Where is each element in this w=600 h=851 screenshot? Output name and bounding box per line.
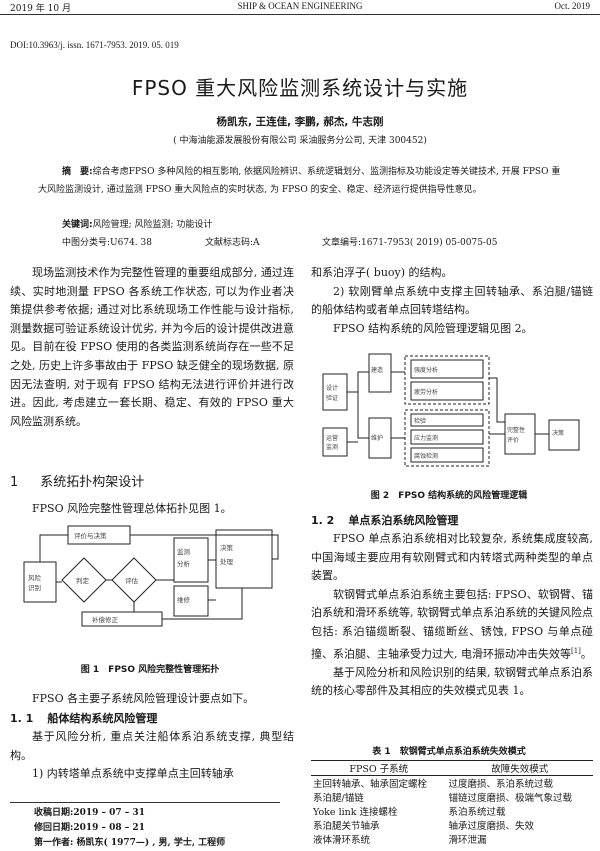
fig2-box-col2-top xyxy=(368,353,392,393)
header-date-en: Oct. 2019 xyxy=(554,1,591,11)
svg-text:评价与决策: 评价与决策 xyxy=(74,531,107,540)
section-1-number: 1 xyxy=(10,475,19,490)
fig2-box-final xyxy=(548,419,580,451)
svg-text:评价: 评价 xyxy=(507,436,519,444)
intro-paragraph: 现场监测技术作为完整性管理的重要组成部分, 通过连续、实时地测量 FPSO 各系… xyxy=(10,266,294,428)
svg-text:评估: 评估 xyxy=(125,576,139,585)
fig2-box-d xyxy=(410,429,484,445)
section-1-2-paragraph-3: 基于风险分析和风险识别的结果, 软钢臂式单点系泊系统的核心零部件及其相应的失效模… xyxy=(311,665,593,698)
fig2-box-eval xyxy=(504,413,536,455)
fig2-box-left-bottom xyxy=(322,427,348,457)
figure-2-caption: 图 2 FPSO 结构系统的风险管理逻辑 xyxy=(370,491,528,501)
list-item-1: 1) 内转塔单点系统中支撑单点主回转轴承 xyxy=(32,767,234,781)
svg-text:风险: 风险 xyxy=(28,573,42,582)
section-1-2-number: 1. 2 xyxy=(311,514,335,527)
first-author: 第一作者: 杨凯东( 1977—) , 男, 学士, 工程师 xyxy=(34,838,226,848)
svg-text:强度分析: 强度分析 xyxy=(414,366,438,374)
keywords-label: 关键词: xyxy=(62,220,93,230)
svg-text:处理: 处理 xyxy=(220,557,234,566)
svg-text:识别: 识别 xyxy=(28,583,41,592)
svg-text:决策: 决策 xyxy=(220,543,234,552)
authors: 杨凯东, 王连佳, 李鹏, 郝杰, 牛志刚 xyxy=(216,116,384,128)
svg-text:维修: 维修 xyxy=(177,595,191,604)
svg-text:运营: 运营 xyxy=(326,434,338,442)
svg-text:腐蚀检测: 腐蚀检测 xyxy=(414,452,438,460)
keywords: 关键词:风险管理; 风险监测; 功能设计 xyxy=(62,217,212,230)
svg-text:决策: 决策 xyxy=(552,429,564,437)
table-1: FPSO 子系统 故障失效模式 主回转轴承、轴承固定螺栓过度磨损、系泊系统过载 … xyxy=(311,760,593,846)
svg-text:疲劳分析: 疲劳分析 xyxy=(414,388,438,396)
section-1-2-paragraph-1: FPSO 单点系泊系统相对比较复杂, 系统集成度较高, 中国海域主要应用有软刚臂… xyxy=(311,532,593,583)
header-journal: SHIP & OCEAN ENGINEERING xyxy=(237,1,363,11)
fig1-box-mid-bottom xyxy=(173,585,209,617)
svg-text:验证: 验证 xyxy=(326,394,338,402)
failure-mode-table: FPSO 子系统 故障失效模式 主回转轴承、轴承固定螺栓过度磨损、系泊系统过载 … xyxy=(311,760,593,846)
table-row: Yoke link 连接螺栓系泊系统过载 xyxy=(313,807,506,818)
right-column-top: 和系泊浮子( buoy) 的结构。 2) 软刚臂单点系统中支撑主回转轴承、系泊腿… xyxy=(311,264,593,338)
section-1-1-heading: 1. 1 船体结构系统风险管理 xyxy=(10,710,157,726)
section-1-2-title: 单点系泊系统风险管理 xyxy=(348,514,459,527)
table-row: 系泊腿关节轴承轴承过度磨损、失效 xyxy=(313,821,535,832)
list-item-2: 2) 软刚臂单点系统中支撑主回转轴承、系泊腿/锚链的船体结构或者单点回转塔结构。 xyxy=(311,284,593,317)
section-1-2-heading: 1. 2 单点系泊系统风险管理 xyxy=(311,512,458,528)
fig2-box-c xyxy=(410,413,484,427)
revised-date: 修回日期:2019 – 08 – 21 xyxy=(34,823,145,833)
section-1-1-text: 基于风险分析, 重点关注船体系泊系统支撑, 典型结构。 1) 内转塔单点系统中支… xyxy=(10,728,294,784)
header-date: 2019 年 10 月 xyxy=(10,4,71,14)
section-1-text: FPSO 风险完整性管理总体拓扑见图 1。 xyxy=(32,502,232,515)
fig1-box-left xyxy=(23,561,57,603)
svg-text:完整性: 完整性 xyxy=(507,426,525,434)
svg-text:判定: 判定 xyxy=(76,576,90,585)
figure-1-caption: 图 1 FPSO 风险完整性管理拓扑 xyxy=(80,665,220,675)
svg-text:建造: 建造 xyxy=(371,366,383,374)
section-1-heading: 1 系统拓扑构架设计 xyxy=(10,471,144,490)
svg-text:监测: 监测 xyxy=(177,547,191,556)
table-row: 主回转轴承、轴承固定螺栓过度磨损、系泊系统过载 xyxy=(313,779,554,790)
section-1-2-text: FPSO 单点系泊系统相对比较复杂, 系统集成度较高, 中国海域主要应用有软刚臂… xyxy=(311,530,593,701)
article-number: 文章编号:1671-7953( 2019) 05-0075-05 xyxy=(322,238,498,248)
clc-number: 中图分类号:U674. 38 xyxy=(62,238,152,248)
svg-text:应力监测: 应力监测 xyxy=(414,434,438,442)
affiliation: ( 中海油能源发展股份有限公司 采油服务分公司, 天津 300452) xyxy=(173,136,427,146)
abstract-label: 摘 要: xyxy=(62,167,93,177)
continued-text: 和系泊浮子( buoy) 的结构。 xyxy=(311,266,453,279)
svg-text:设计: 设计 xyxy=(326,384,338,392)
abstract: 摘 要:综合考虑FPSO 多种风险的相互影响, 依据风险辨识、系统逻辑划分、监测… xyxy=(38,163,563,199)
figure-2-reference: FPSO 结构系统的风险管理逻辑见图 2。 xyxy=(333,321,533,335)
svg-text:分析: 分析 xyxy=(177,559,191,568)
svg-text:维护: 维护 xyxy=(371,434,383,442)
svg-text:检验: 检验 xyxy=(414,417,426,425)
paper-title: FPSO 重大风险监测系统设计与实施 xyxy=(131,76,469,100)
citation-ref: [1] xyxy=(571,646,581,655)
footnote-rule xyxy=(10,802,280,803)
fig2-box-left-top xyxy=(322,373,348,411)
keywords-text: 风险管理; 风险监测; 功能设计 xyxy=(92,220,213,230)
svg-text:补偿修正: 补偿修正 xyxy=(92,615,119,624)
document-code: 文献标志码:A xyxy=(205,238,260,248)
fig2-dashed-top xyxy=(404,355,490,405)
footnotes: 收稿日期:2019 – 07 – 31 修回日期:2019 – 08 – 21 … xyxy=(34,806,225,851)
table-row: 液体滑环系统滑环泄漏 xyxy=(313,835,487,846)
fig2-box-a xyxy=(410,359,484,379)
after-figure-1: FPSO 各主要子系统风险管理设计要点如下。 xyxy=(32,692,255,705)
running-header: 2019 年 10 月 SHIP & OCEAN ENGINEERING Oct… xyxy=(0,0,600,15)
received-date: 收稿日期:2019 – 07 – 31 xyxy=(34,808,145,818)
section-1-1-number: 1. 1 xyxy=(10,712,34,725)
fig2-box-e xyxy=(410,447,484,463)
table-header-failure-mode: 故障失效模式 xyxy=(491,764,549,775)
svg-text:监测: 监测 xyxy=(326,443,338,451)
table-header-subsystem: FPSO 子系统 xyxy=(349,764,409,775)
table-1-caption: 表 1 软钢臂式单点系泊系统失效模式 xyxy=(372,747,526,757)
fig1-decision-1 xyxy=(61,557,107,603)
doi: DOI:10.3963/j. issn. 1671-7953. 2019. 05… xyxy=(10,40,179,50)
section-1-1-title: 船体结构系统风险管理 xyxy=(47,712,158,725)
section-1-2-paragraph-2: 软钢臂式单点系泊系统主要包括: FPSO、软钢臂、锚泊系统和滑环系统等, 软钢臂… xyxy=(311,587,593,661)
abstract-text: 综合考虑FPSO 多种风险的相互影响, 依据风险辨识、系统逻辑划分、监测指标及功… xyxy=(38,167,561,195)
table-row: 系泊腿/锚链锚链过度磨损、极端气象过载 xyxy=(313,793,573,804)
fig2-box-b xyxy=(410,381,484,401)
section-1-title: 系统拓扑构架设计 xyxy=(40,475,145,490)
